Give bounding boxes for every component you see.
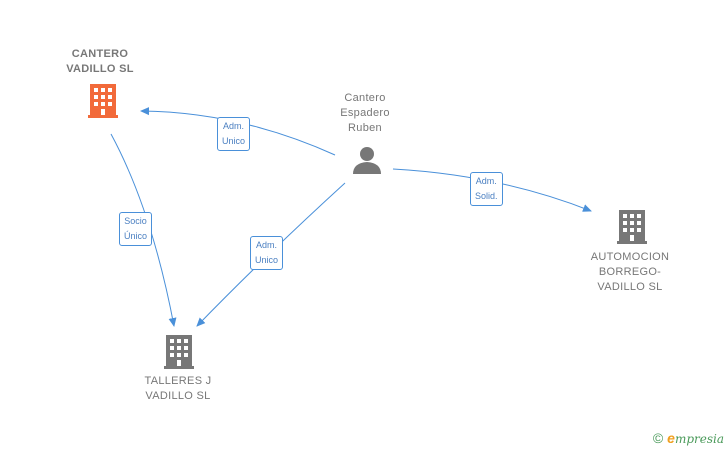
node-label-talleres[interactable]: TALLERES J VADILLO SL	[144, 375, 212, 402]
edge-label-socio-unico: Socio Único	[119, 212, 153, 246]
node-label-cantero-vadillo[interactable]: CANTERO VADILLO SL	[66, 48, 134, 75]
building-icon[interactable]	[617, 210, 647, 244]
building-icon[interactable]	[164, 335, 194, 369]
node-label-automocion[interactable]: AUTOMOCION BORREGO- VADILLO SL	[590, 251, 670, 293]
edge-label-adm-unico: Adm. Unico	[250, 236, 284, 270]
edge-label-adm-solid: Adm. Solid.	[470, 172, 503, 206]
brand-logo-e: e	[667, 430, 675, 446]
brand-watermark: © empresia	[653, 430, 724, 446]
node-label-person[interactable]: Cantero Espadero Ruben	[340, 92, 390, 134]
copyright-icon: ©	[652, 430, 664, 446]
edge-label-adm-unico: Adm. Unico	[217, 117, 251, 151]
brand-logo: empresia	[667, 430, 724, 446]
brand-logo-text: mpresia	[674, 432, 724, 446]
building-icon[interactable]	[88, 84, 118, 118]
person-icon[interactable]	[353, 147, 381, 174]
